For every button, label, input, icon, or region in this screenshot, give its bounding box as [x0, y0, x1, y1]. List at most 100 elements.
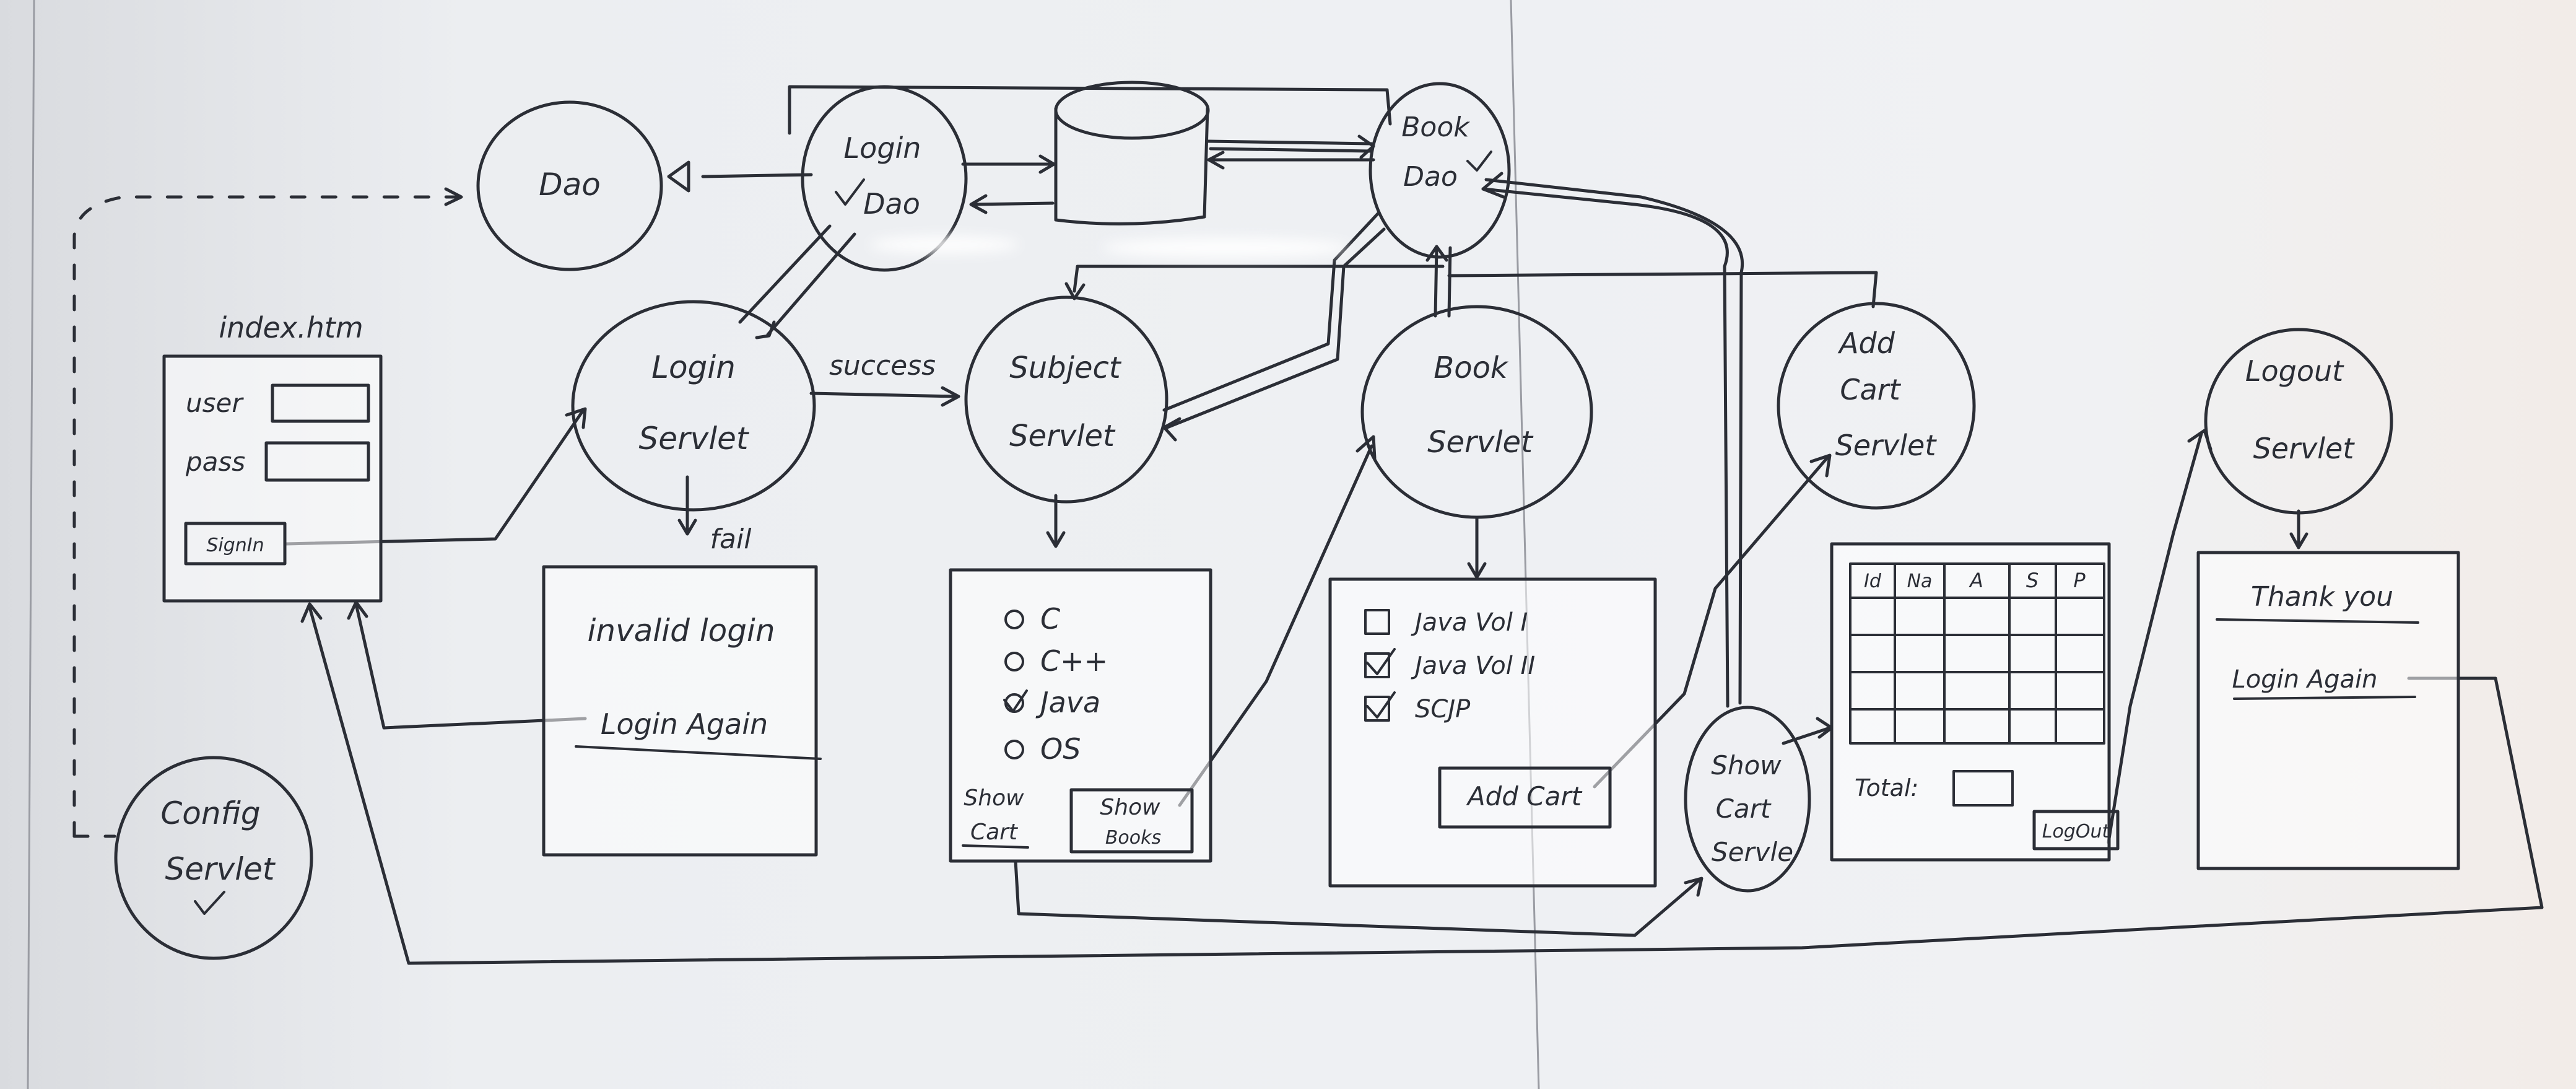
- checkmark-icon: [835, 178, 865, 206]
- logout-button-label: LogOut: [2042, 821, 2110, 842]
- showcart-to-cartpage-arrowhead: [1816, 717, 1834, 739]
- book-servlet-node: Book Servlet: [1360, 305, 1593, 519]
- book-item[interactable]: SCJP: [1364, 691, 1471, 724]
- glare-highlight: [1102, 238, 1350, 258]
- show-books-button[interactable]: [1069, 788, 1194, 854]
- db-to-bookdao-2: [1209, 147, 1373, 153]
- checkmark-icon: [1366, 648, 1396, 675]
- radio-icon[interactable]: [1004, 652, 1024, 671]
- success-connector: [809, 391, 959, 398]
- invalid-login-frame: [542, 565, 818, 857]
- checkbox-icon[interactable]: [1364, 696, 1390, 722]
- fail-label: fail: [710, 523, 752, 555]
- subject-option-label: C: [1040, 602, 1060, 636]
- show-books-label-line2: Books: [1105, 827, 1161, 849]
- config-dashed-arrowhead: [444, 187, 463, 206]
- logout-servlet-node: Logout Servlet: [2204, 328, 2393, 515]
- subject-option[interactable]: OS: [1004, 732, 1081, 766]
- board-seam-middle: [1510, 0, 1540, 1089]
- checkmark-icon: [194, 891, 225, 915]
- thanks-login-again-link[interactable]: Login Again: [2232, 665, 2377, 694]
- user-input[interactable]: [271, 383, 370, 423]
- show-cart-label-line1: Show: [1711, 750, 1782, 781]
- subject-option[interactable]: Java: [1003, 686, 1100, 719]
- show-cart-link-line1[interactable]: Show: [964, 785, 1024, 811]
- signin-button-label: SignIn: [206, 535, 264, 556]
- logindao-to-db-arrowhead: [1038, 154, 1056, 174]
- book-item-label: Java Vol II: [1411, 652, 1535, 680]
- showcart-bookdao-arrowhead: [1481, 172, 1505, 199]
- table-header-cell: P: [2073, 569, 2086, 592]
- logindao-to-loginservlet: [766, 232, 856, 336]
- invalid-login-page: invalid login Login Again: [542, 565, 822, 857]
- checkbox-icon[interactable]: [1364, 609, 1390, 635]
- login-servlet-circle: [571, 300, 816, 512]
- db-to-logindao-arrowhead: [969, 194, 988, 214]
- show-cart-label-line2: Cart: [1716, 794, 1772, 824]
- pass-input[interactable]: [264, 441, 370, 482]
- subject-page-frame: [949, 568, 1212, 863]
- subject-page: C C++ Java OS Show Cart Show Books: [949, 568, 1212, 863]
- radio-icon[interactable]: [1004, 610, 1024, 629]
- dao-circle: [476, 100, 663, 271]
- bookservlet-to-page-arrowhead: [1467, 562, 1487, 579]
- radio-icon[interactable]: [1004, 740, 1024, 759]
- signin-button[interactable]: [184, 522, 287, 566]
- login-dao-label-line2: Dao: [863, 187, 920, 221]
- index-page-title: index.htm: [219, 311, 363, 344]
- loginservlet-to-logindao: [738, 224, 832, 324]
- thanks-page-frame: [2196, 551, 2460, 870]
- subject-option[interactable]: C: [1004, 602, 1060, 636]
- add-cart-label-line3: Servlet: [1835, 429, 1938, 462]
- loginagain-to-index: [354, 602, 587, 730]
- book-item-label: SCJP: [1415, 695, 1471, 724]
- showcart-link-arrowhead: [1684, 877, 1704, 897]
- bookservlet-to-bookdao: [1447, 246, 1452, 318]
- login-dao-node: Login Dao: [801, 85, 968, 272]
- invalid-login-again-link[interactable]: Login Again: [601, 707, 768, 741]
- cart-page: Id Na A S P Total: LogOut: [1830, 542, 2120, 862]
- logout-to-servlet: [2107, 432, 2203, 844]
- total-label: Total:: [1855, 774, 1918, 802]
- invalid-login-message: invalid login: [587, 613, 775, 649]
- table-header-cell: S: [2026, 569, 2039, 592]
- bookdao-to-showcart: [1484, 178, 1744, 705]
- glare-highlight: [870, 236, 1019, 253]
- dao-node: Dao: [476, 100, 663, 271]
- checkbox-icon[interactable]: [1364, 652, 1390, 678]
- table-header-cell: A: [1969, 569, 1983, 592]
- login-again-underline: [575, 745, 822, 760]
- showcart-link-to-servlet: [1014, 859, 1702, 937]
- subject-to-bookdao: [1162, 212, 1380, 412]
- thanks-to-index-loop: [308, 605, 2544, 965]
- book-dao-label-line1: Book: [1401, 112, 1470, 143]
- index-page: index.htm user pass SignIn: [162, 311, 383, 603]
- show-cart-link-line2[interactable]: Cart: [970, 820, 1019, 845]
- config-servlet-node: Config Servlet: [114, 756, 313, 960]
- add-cart-servlet-node: Add Cart Servlet: [1777, 302, 1976, 510]
- show-cart-underline: [962, 844, 1029, 849]
- book-page: Java Vol I Java Vol II SCJP Add Cart: [1328, 577, 1657, 888]
- success-arrowhead: [941, 386, 960, 407]
- thanks-to-index-arrowhead: [300, 602, 323, 623]
- addcart-to-bookdao: [1447, 271, 1878, 308]
- thanks-message: Thank you: [2251, 581, 2393, 613]
- table-header-cell: Id: [1864, 571, 1882, 592]
- fail-arrowhead: [677, 518, 697, 536]
- bookdao-line-to-subject: [1073, 265, 1445, 293]
- book-servlet-label-line2: Servlet: [1427, 425, 1534, 460]
- bookdao-to-dao-connector: [788, 85, 1392, 135]
- checkmark-icon: [1003, 689, 1028, 712]
- subject-servlet-label-line1: Subject: [1009, 351, 1122, 385]
- book-item[interactable]: Java Vol II: [1364, 648, 1535, 680]
- db-to-logindao: [970, 201, 1055, 206]
- book-item[interactable]: Java Vol I: [1364, 608, 1528, 637]
- logout-button[interactable]: [2032, 810, 2120, 851]
- database-cylinder-top: [1054, 81, 1210, 140]
- add-cart-button-label: Add Cart: [1466, 781, 1583, 811]
- subject-option[interactable]: C++: [1004, 644, 1108, 678]
- add-cart-button[interactable]: [1438, 766, 1612, 829]
- table-header-cell: Na: [1907, 571, 1933, 592]
- book-servlet-label-line1: Book: [1434, 351, 1509, 385]
